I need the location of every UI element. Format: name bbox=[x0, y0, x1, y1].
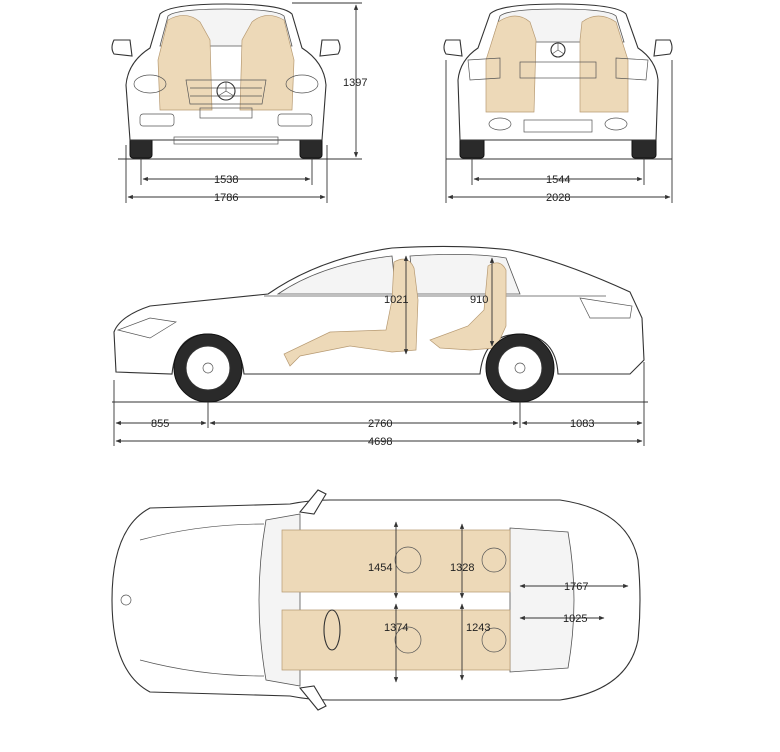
side-front-headroom-label: 1021 bbox=[384, 294, 408, 306]
front-overhang-label: 855 bbox=[151, 418, 169, 430]
rear-occupant-right bbox=[579, 15, 629, 113]
overall-length-label: 4698 bbox=[368, 436, 392, 448]
top-trunk-width-label: 1767 bbox=[564, 581, 588, 593]
rear-track-label: 1544 bbox=[546, 174, 570, 186]
top-trunk-depth-label: 1025 bbox=[563, 613, 587, 625]
front-width-label: 1786 bbox=[214, 192, 238, 204]
top-front-hip-label: 1374 bbox=[384, 622, 408, 634]
wheelbase-label: 2760 bbox=[368, 418, 392, 430]
front-occupant-right bbox=[239, 15, 295, 111]
rear-view: 1544 2028 bbox=[443, 3, 673, 204]
rear-width-label: 2028 bbox=[546, 192, 570, 204]
rear-license-plate bbox=[523, 119, 593, 133]
mirror-right bbox=[319, 39, 341, 57]
front-license-plate bbox=[173, 136, 279, 145]
mirror-left bbox=[111, 39, 133, 57]
front-height-label: 1397 bbox=[343, 77, 367, 89]
top-rear-shoulder-label: 1328 bbox=[450, 562, 474, 574]
front-track-label: 1538 bbox=[214, 174, 238, 186]
rear-overhang-label: 1083 bbox=[570, 418, 594, 430]
top-view: 1454 1328 1374 1243 1767 1025 bbox=[111, 489, 641, 711]
side-view: 1021 910 855 2760 1083 4698 bbox=[112, 245, 648, 448]
top-rear-hip-label: 1243 bbox=[466, 622, 490, 634]
side-driver bbox=[283, 258, 419, 367]
top-front-shoulder-label: 1454 bbox=[368, 562, 392, 574]
rear-occupant-left bbox=[485, 15, 537, 113]
front-occupant-left bbox=[157, 15, 213, 111]
front-view: 1397 1538 1786 bbox=[111, 2, 367, 204]
side-rear-headroom-label: 910 bbox=[470, 294, 488, 306]
